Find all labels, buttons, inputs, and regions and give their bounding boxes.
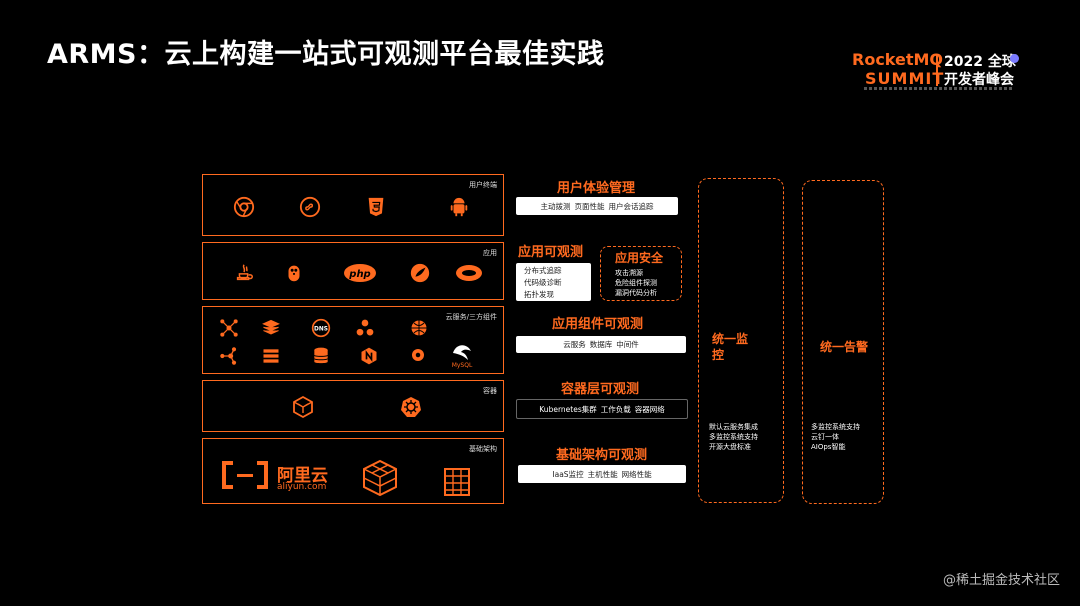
gear-cluster-icon <box>409 346 427 364</box>
monitor-item: 开源大盘标准 <box>709 443 751 451</box>
server-rack-icon <box>443 467 471 497</box>
app-sec-title: 应用安全 <box>615 251 664 265</box>
monitor-item: 默认云服务集成 <box>709 423 758 431</box>
ux-item: 用户会话追踪 <box>608 201 654 211</box>
monitor-title-line2: 控 <box>712 348 725 362</box>
logo-year: 2022 全球 <box>944 54 1016 70</box>
app-security-box: 应用安全 攻击溯源 危险组件探测 漏洞代码分析 <box>600 246 682 301</box>
cluster-icon <box>355 318 375 338</box>
layers-icon <box>261 346 281 366</box>
app-sec-item: 攻击溯源 <box>615 269 643 277</box>
app-obs-item: 代码级诊断 <box>524 277 562 287</box>
php-icon: php <box>343 262 377 284</box>
database-icon <box>311 346 331 366</box>
app-sec-item: 危险组件探测 <box>615 279 657 287</box>
watermark: @稀土掘金技术社区 <box>942 573 1060 588</box>
layer-container: 容器 <box>202 380 504 432</box>
infra-item: 主机性能 <box>587 469 618 479</box>
infra-title: 基础架构可观测 <box>556 448 648 463</box>
network-node-icon <box>219 318 239 338</box>
spring-icon <box>409 262 431 284</box>
layer-user-terminal: 用户终端 <box>202 174 504 236</box>
container-item: 工作负载 <box>600 404 631 414</box>
layer-tag: 应用 <box>483 249 497 257</box>
ux-items-box: 主动拨测 页面性能 用户会话追踪 <box>516 197 678 215</box>
alert-list: 多监控系统支持 云钉一体 AIOps智能 <box>811 422 860 452</box>
dns-icon: DNS <box>311 318 331 338</box>
dotnet-icon <box>455 262 483 284</box>
container-items-box: Kubernetes集群 工作负载 容器网络 <box>516 399 688 419</box>
logo-brand: RocketMQ <box>852 50 944 69</box>
logo-planet-icon <box>1010 54 1019 63</box>
monitor-list: 默认云服务集成 多监控系统支持 开源大盘标准 <box>709 422 758 452</box>
svg-text:DNS: DNS <box>314 327 328 333</box>
server-cubes-icon <box>361 459 399 497</box>
miniprogram-icon <box>299 196 321 218</box>
layer-infrastructure: 基础架构 阿里云 aliyun.com <box>202 438 504 504</box>
component-item: 云服务 <box>563 340 586 349</box>
html5-icon <box>365 196 387 218</box>
infra-items-box: IaaS监控 主机性能 网络性能 <box>518 465 686 483</box>
app-obs-title: 应用可观测 <box>518 245 584 260</box>
alert-item: AIOps智能 <box>811 443 846 451</box>
unified-alerting-box: 统一告警 多监控系统支持 云钉一体 AIOps智能 <box>802 180 884 504</box>
app-obs-items-box: 分布式追踪 代码级诊断 拓扑发现 <box>516 263 591 301</box>
aliyun-cn-label: 阿里云 <box>277 466 328 486</box>
ux-item: 页面性能 <box>574 201 605 211</box>
nginx-icon <box>359 346 379 366</box>
logo-subtitle-line <box>864 87 1014 90</box>
app-sec-item: 漏洞代码分析 <box>615 289 657 297</box>
container-cube-icon <box>291 395 315 419</box>
app-obs-item: 分布式追踪 <box>524 265 562 275</box>
logo-summit: SUMMIT <box>865 69 945 88</box>
unified-monitoring-box: 统一监 控 默认云服务集成 多监控系统支持 开源大盘标准 <box>698 178 784 503</box>
app-obs-item: 拓扑发现 <box>524 289 554 299</box>
hub-icon <box>219 346 239 366</box>
alert-title: 统一告警 <box>820 340 869 354</box>
globe-grid-icon <box>409 318 429 338</box>
monitor-title-line1: 统一监 <box>712 332 749 346</box>
layer-cloud-services: 云服务/三方组件 DNS MySQL <box>202 306 504 374</box>
component-title: 应用组件可观测 <box>552 317 644 332</box>
container-item: Kubernetes集群 <box>539 404 597 414</box>
aliyun-logo-icon <box>221 460 269 490</box>
layer-application: 应用 php <box>202 242 504 300</box>
svg-text:php: php <box>348 269 370 280</box>
monitor-item: 多监控系统支持 <box>709 433 758 441</box>
container-title: 容器层可观测 <box>561 382 640 397</box>
logo-divider <box>936 54 938 86</box>
infra-item: 网络性能 <box>621 469 652 479</box>
alert-item: 云钉一体 <box>811 433 839 441</box>
app-sec-list: 攻击溯源 危险组件探测 漏洞代码分析 <box>615 268 657 298</box>
component-item: 中间件 <box>616 340 639 349</box>
mysql-icon: MySQL <box>449 339 475 369</box>
mysql-label: MySQL <box>452 362 473 369</box>
go-gopher-icon <box>283 262 305 284</box>
infra-item: IaaS监控 <box>552 469 584 479</box>
summit-logo: RocketMQ SUMMIT 2022 全球 开发者峰会 <box>852 50 1042 98</box>
chrome-icon <box>233 196 255 218</box>
logo-conference: 开发者峰会 <box>944 72 1014 88</box>
java-icon <box>233 262 255 284</box>
layer-tag: 基础架构 <box>469 445 497 453</box>
page-title: ARMS：云上构建一站式可观测平台最佳实践 <box>47 39 605 70</box>
container-item: 容器网络 <box>634 404 665 414</box>
layer-tag: 云服务/三方组件 <box>445 313 497 321</box>
storage-stack-icon <box>261 318 281 338</box>
layer-tag: 用户终端 <box>469 181 497 189</box>
ux-item: 主动拨测 <box>540 201 571 211</box>
ux-title: 用户体验管理 <box>557 181 636 196</box>
aliyun-en-label: aliyun.com <box>277 482 327 492</box>
alert-item: 多监控系统支持 <box>811 423 860 431</box>
component-items-box: 云服务 数据库 中间件 <box>516 336 686 353</box>
layer-tag: 容器 <box>483 387 497 395</box>
kubernetes-icon <box>399 395 423 419</box>
component-item: 数据库 <box>589 340 613 349</box>
android-icon <box>448 196 470 218</box>
